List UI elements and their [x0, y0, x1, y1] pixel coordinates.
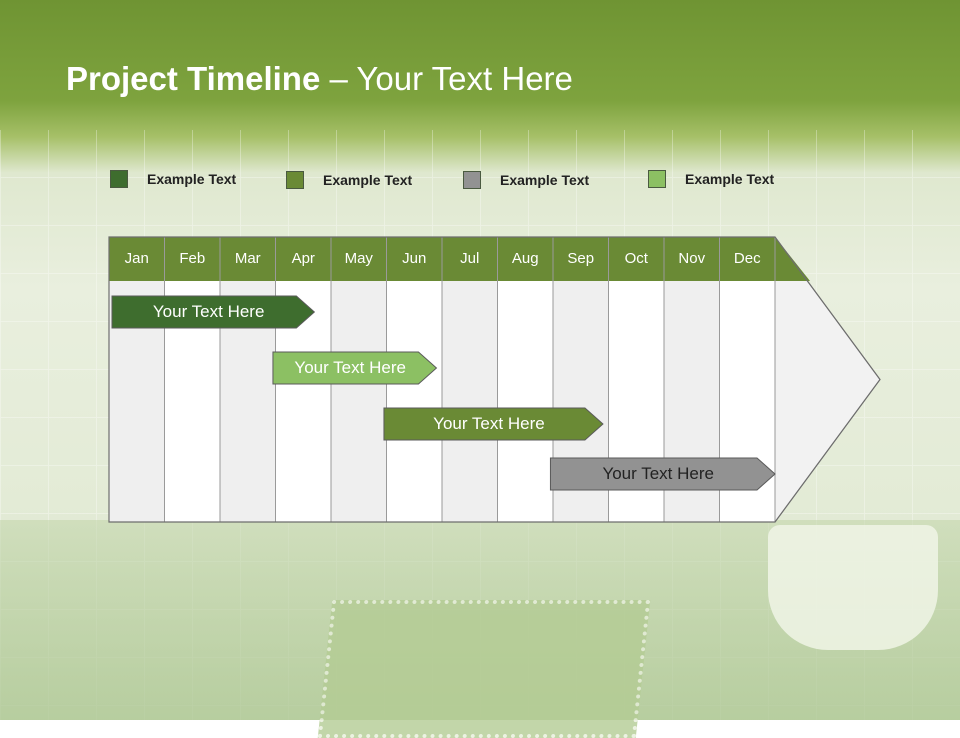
task-bar-4	[549, 457, 776, 491]
task-bar-label-2: Your Text Here	[294, 358, 406, 377]
legend-item-3: Example Text	[463, 171, 589, 189]
month-label-apr: Apr	[291, 250, 315, 267]
month-label-nov: Nov	[678, 250, 706, 267]
month-label-feb: Feb	[179, 250, 206, 267]
month-label-dec: Dec	[733, 250, 761, 267]
month-label-sep: Sep	[567, 250, 595, 267]
legend-item-1: Example Text	[110, 170, 236, 188]
background-bathtub	[768, 525, 938, 650]
month-label-aug: Aug	[511, 250, 539, 267]
legend-item-4: Example Text	[648, 170, 774, 188]
title-bold-part: Project Timeline	[66, 60, 321, 97]
month-label-jan: Jan	[124, 250, 149, 267]
title-rest-part: – Your Text Here	[320, 60, 573, 97]
legend-swatch-2	[286, 171, 304, 189]
task-bar-label-4: Your Text Here	[602, 464, 714, 483]
legend-label-3: Example Text	[500, 172, 590, 188]
month-column	[331, 281, 387, 522]
timeline-chart	[108, 236, 881, 523]
task-bar-1	[111, 295, 316, 329]
timeline-arrow-outline	[108, 236, 881, 523]
legend-label-2: Example Text	[323, 172, 413, 188]
legend-label-4: Example Text	[685, 171, 775, 187]
month-label-may: May	[344, 250, 373, 267]
legend-swatch-4	[648, 170, 666, 188]
slide-title: Project Timeline – Your Text Here	[66, 60, 573, 98]
month-header-band	[109, 237, 810, 281]
month-label-oct: Oct	[624, 250, 648, 267]
month-column	[386, 281, 442, 522]
task-bar-label-1: Your Text Here	[152, 302, 265, 321]
month-label-jun: Jun	[402, 250, 427, 267]
task-bar-label-3: Your Text Here	[433, 414, 545, 433]
legend-swatch-1	[110, 170, 128, 188]
legend-label-1: Example Text	[147, 171, 237, 187]
task-bar-3	[383, 407, 604, 441]
month-label-mar: Mar	[234, 250, 261, 267]
legend-item-2: Example Text	[286, 171, 412, 189]
legend-swatch-3	[463, 171, 481, 189]
month-column	[442, 281, 498, 522]
month-column	[497, 281, 553, 522]
task-bar-2	[272, 351, 438, 385]
month-label-jul: Jul	[460, 250, 480, 267]
